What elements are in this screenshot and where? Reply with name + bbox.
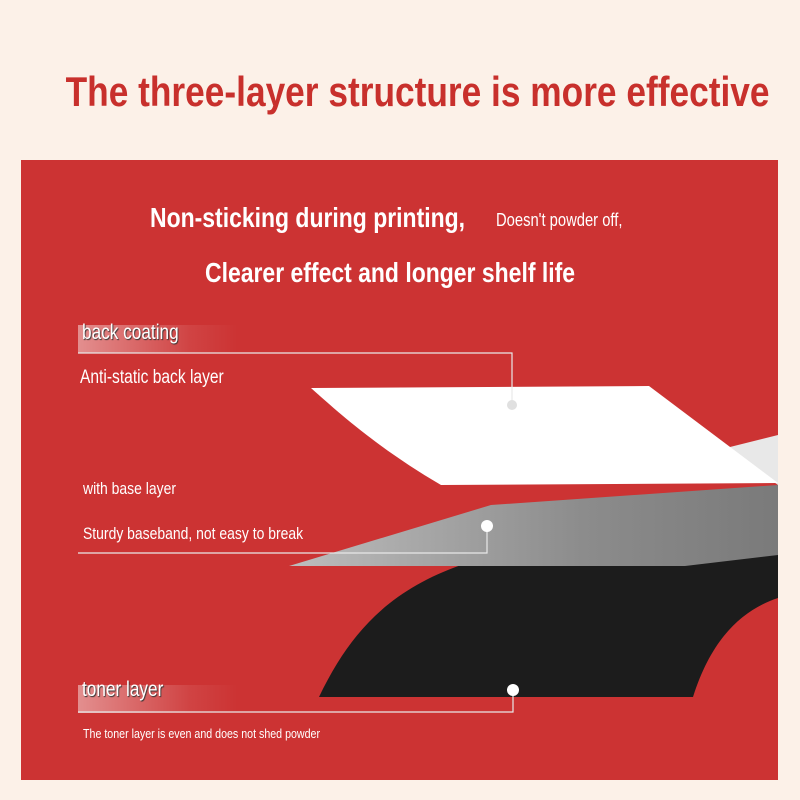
- back-coating-layer-shape: [311, 386, 778, 485]
- back-coating-label-bar: [78, 325, 238, 353]
- back-coating-label: back coating: [82, 321, 179, 344]
- headline-line2: Clearer effect and longer shelf life: [205, 257, 576, 288]
- base-layer-description: Sturdy baseband, not easy to break: [83, 524, 304, 543]
- base-layer-leader-dot: [481, 520, 493, 532]
- toner-layer-label: toner layer: [82, 678, 164, 701]
- toner-label-bar: [78, 685, 238, 713]
- base-layer-shape: [289, 485, 778, 566]
- toner-leader-line: [78, 690, 514, 713]
- base-layer-label: with base layer: [83, 479, 176, 498]
- headline-line1-aside: Doesn't powder off,: [496, 210, 623, 230]
- layer-illustration: [78, 325, 778, 713]
- page-title: The three-layer structure is more effect…: [65, 68, 770, 115]
- headline-line1: Non-sticking during printing,: [150, 202, 466, 233]
- back-layer-edge: [726, 435, 778, 485]
- back-coating-leader-dot: [507, 400, 517, 410]
- back-coating-description: Anti-static back layer: [80, 367, 224, 388]
- base-layer-leader-line: [78, 526, 488, 554]
- toner-layer-description: The toner layer is even and does not she…: [83, 726, 321, 741]
- back-coating-leader-line: [78, 352, 513, 405]
- structure-panel: Non-sticking during printing, Doesn't po…: [21, 160, 778, 780]
- toner-leader-dot: [507, 684, 519, 696]
